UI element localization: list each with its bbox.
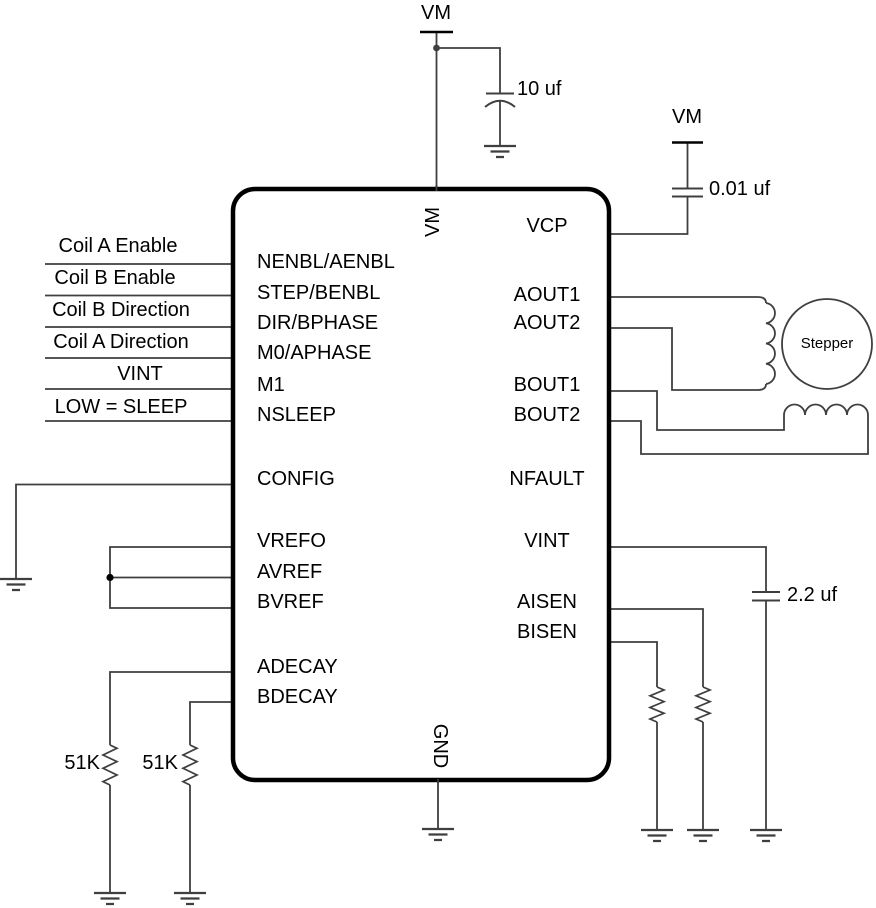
pin-label-m1: M1 <box>257 374 285 396</box>
input-label-coil-b-direction: Coil B Direction <box>52 299 190 321</box>
pin-label-aisen: AISEN <box>516 591 578 613</box>
pin-label-nsleep: NSLEEP <box>257 404 336 426</box>
wires <box>15 33 869 893</box>
bout1-wire <box>610 390 785 431</box>
vm-top-label: VM <box>421 2 451 24</box>
capacitors <box>484 92 780 602</box>
pin-label-nfault: NFAULT <box>509 468 585 490</box>
cap-2p2uf-label: 2.2 uf <box>787 584 838 606</box>
coil-b-inductor <box>783 403 869 416</box>
pin-label-aout2: AOUT2 <box>513 312 581 334</box>
cap-10uf-label: 10 uf <box>517 78 562 100</box>
vref-wires <box>109 546 233 609</box>
ground-bisen <box>641 828 673 843</box>
res-51k-b-label: 51K <box>142 752 178 774</box>
pin-label-bvref: BVREF <box>257 591 324 613</box>
ground-config <box>0 577 32 592</box>
pin-label-vint: VINT <box>524 530 570 552</box>
adecay-wire <box>109 671 233 893</box>
res-51k-bdecay <box>181 744 199 786</box>
pin-label-config: CONFIG <box>257 468 335 490</box>
junction-dot-vm <box>433 44 440 52</box>
vint-wire <box>610 546 767 830</box>
pin-label-step-benbl: STEP/BENBL <box>257 282 381 304</box>
coil-a-inductor <box>765 302 776 385</box>
cap-10uf <box>484 92 516 108</box>
vm-top-wire <box>435 33 501 189</box>
pin-label-aout1: AOUT1 <box>513 284 581 306</box>
pin-label-avref: AVREF <box>257 561 323 583</box>
bdecay-wire <box>189 701 233 893</box>
ground-2p2uf <box>750 828 782 843</box>
input-label-coil-a-enable: Coil A Enable <box>58 235 178 257</box>
ground-bdecay <box>174 891 206 906</box>
input-label-coil-a-direction: Coil A Direction <box>53 331 189 353</box>
vm-right-label: VM <box>672 106 702 128</box>
grounds <box>0 144 782 906</box>
ic-body <box>230 186 612 783</box>
res-51k-adecay <box>101 744 119 786</box>
resistors <box>101 686 713 786</box>
config-wire <box>15 483 233 579</box>
res-bisen <box>647 686 667 723</box>
pin-label-bdecay: BDECAY <box>257 686 338 708</box>
cap-0p01uf <box>672 187 703 198</box>
pin-label-vm-top: VM <box>422 207 444 237</box>
vm-gnd-stubs <box>435 185 439 783</box>
pin-label-bout1: BOUT1 <box>513 374 581 396</box>
pin-label-m0-aphase: M0/APHASE <box>257 342 372 364</box>
ground-adecay <box>94 891 126 906</box>
cap-0p01uf-label: 0.01 uf <box>709 178 771 200</box>
ground-ic-gnd <box>422 827 454 842</box>
pin-label-nenbl-aenbl: NENBL/AENBL <box>257 251 395 273</box>
input-label-low-sleep: LOW = SLEEP <box>54 396 188 418</box>
pin-label-vrefo: VREFO <box>257 530 326 552</box>
pin-label-bisen: BISEN <box>516 621 578 643</box>
pin-label-vcp: VCP <box>526 215 568 237</box>
aout1-wire <box>610 296 767 304</box>
cap-2p2uf <box>752 591 780 602</box>
input-wires <box>45 263 233 422</box>
input-label-vint: VINT <box>117 363 163 385</box>
stepper-motor-circle <box>781 298 873 390</box>
stepper-motor-label: Stepper <box>800 335 854 352</box>
bisen-wire <box>610 641 658 830</box>
res-aisen <box>693 686 713 723</box>
pin-label-dir-bphase: DIR/BPHASE <box>257 312 379 334</box>
aisen-wire <box>610 608 704 830</box>
ground-aisen <box>687 828 719 843</box>
pin-label-gnd-bottom: GND <box>429 723 451 769</box>
pin-label-bout2: BOUT2 <box>513 404 581 426</box>
aout2-wire <box>610 327 767 391</box>
input-label-coil-b-enable: Coil B Enable <box>54 267 176 289</box>
bout2-wire <box>610 415 869 455</box>
pin-stubs <box>435 185 439 783</box>
res-51k-a-label: 51K <box>64 752 100 774</box>
ground-10uf <box>484 144 516 159</box>
pin-label-adecay: ADECAY <box>257 656 338 678</box>
vcp-wire <box>610 143 689 235</box>
junction-dot-avref <box>106 573 114 582</box>
power-bars <box>420 30 703 144</box>
